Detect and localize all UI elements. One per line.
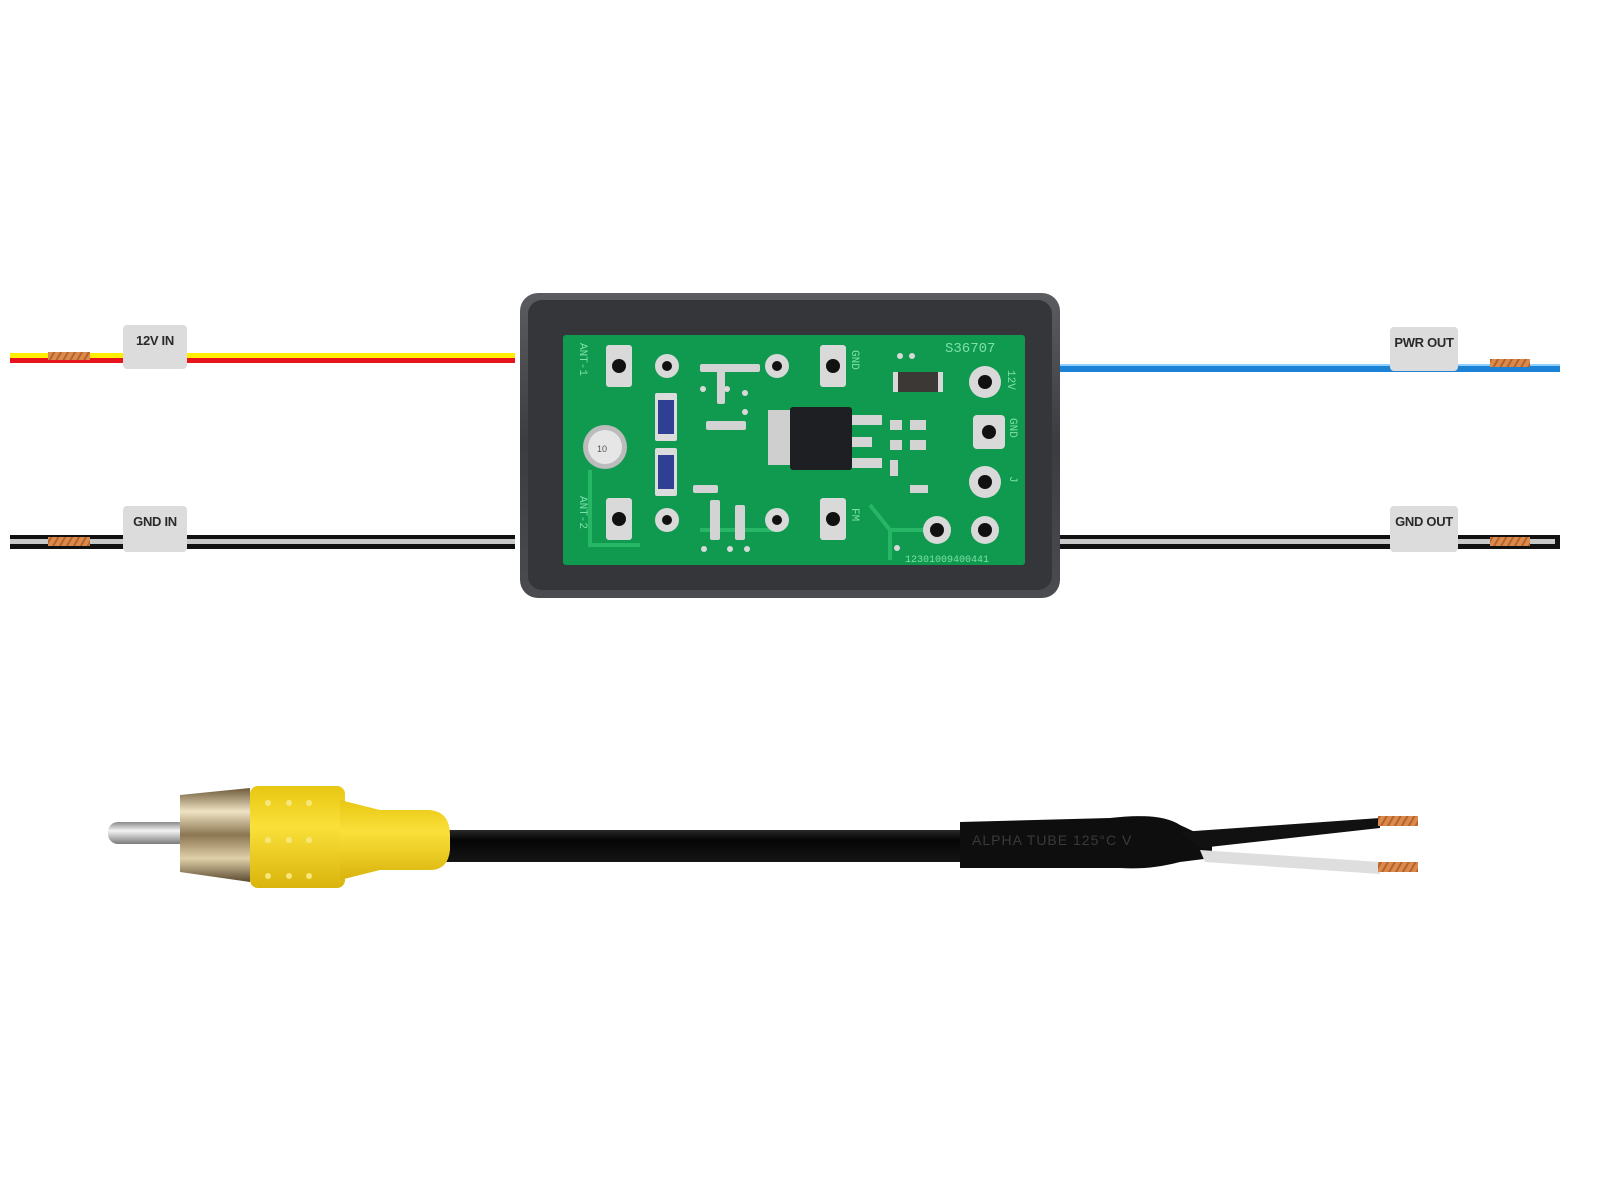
label-gnd-out: GND OUT [1390,506,1458,552]
rca-metal-shell [180,788,250,882]
stripped-strands [1490,537,1530,546]
silkscreen-gnd-right: GND [1006,418,1018,438]
filter-module: 10 [520,293,1060,598]
silkscreen-j: J [1006,476,1018,483]
smd-diode [893,372,943,392]
stripped-strands [48,352,90,360]
silkscreen-fm: FM [848,508,860,521]
conductor-black [1180,818,1380,848]
label-pwr-out: PWR OUT [1390,327,1458,371]
silkscreen-part-number: S36707 [945,341,995,357]
rca-yellow-boot [250,786,345,888]
stripped-strands [1490,359,1530,367]
wire-gnd-in [10,535,515,549]
round-pads [655,354,1001,544]
stripped-strands [1378,862,1418,872]
label-12v-in: 12V IN [123,325,187,369]
rca-cable: ALPHA TUBE 125°C V [108,786,1418,888]
conductor-white [1200,850,1380,874]
silkscreen-ant2: ANT-2 [576,496,588,529]
resistors [655,393,677,496]
capacitor: 10 [583,425,627,469]
rca-pin [108,822,188,844]
silkscreen-gnd-top: GND [848,350,860,370]
wire-gnd-out [1055,535,1560,549]
silkscreen-12v: 12V [1004,370,1016,390]
stripped-strands [1378,816,1418,826]
silkscreen-ant1: ANT-1 [576,343,588,376]
svg-text:10: 10 [597,444,607,454]
silkscreen-serial: 12301009400441 [905,555,989,566]
label-gnd-in: GND IN [123,506,187,552]
wire-12v-in [10,352,515,363]
rca-plug [108,786,450,888]
wire-pwr-out [1055,359,1560,372]
smd-components [693,364,928,540]
pad-holes [612,359,996,526]
voltage-regulator [768,407,882,470]
sleeve-print: ALPHA TUBE 125°C V [972,832,1132,848]
stripped-strands [48,537,90,546]
